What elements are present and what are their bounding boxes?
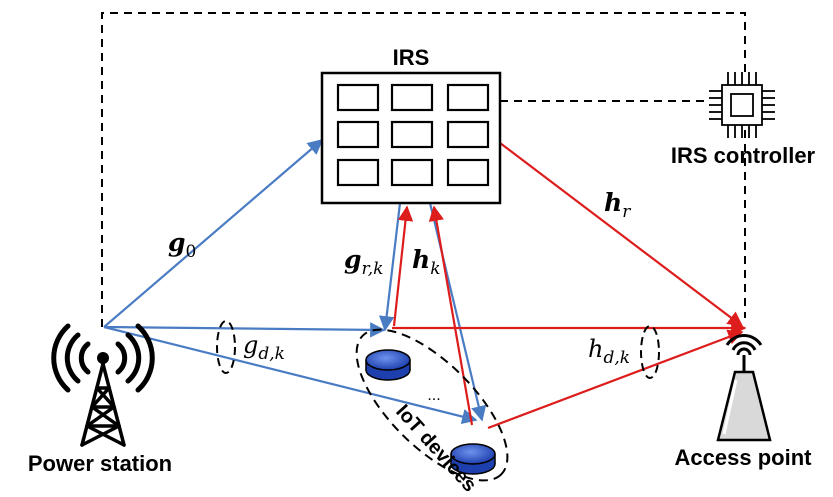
tower-icon <box>51 323 155 447</box>
power-station-label: Power station <box>28 451 172 476</box>
iot-devices-group <box>355 328 509 482</box>
label-hk: hk <box>412 245 441 279</box>
irs-controller-label: IRS controller <box>671 143 816 168</box>
link-power-to-device2 <box>103 325 478 425</box>
hdk-bracket <box>640 325 660 379</box>
link-grk <box>378 202 402 332</box>
label-hdk: hd,k <box>588 335 630 368</box>
iot-device-icon <box>450 443 496 475</box>
gdk-bracket <box>216 320 236 374</box>
link-hdk-device2 <box>487 329 744 430</box>
link-g0 <box>103 138 324 328</box>
link-power-to-device1 <box>103 322 386 338</box>
label-grk: gr,k <box>344 245 383 279</box>
control-links <box>101 12 746 327</box>
irs-label: IRS <box>393 45 430 70</box>
link-hk-device2 <box>428 205 474 426</box>
access-point-label: Access point <box>675 445 813 470</box>
link-hr <box>499 142 744 327</box>
label-hr: hr <box>604 188 631 222</box>
label-g0: g0 <box>168 228 196 262</box>
chip-icon <box>709 72 775 138</box>
iot-device-icon <box>365 349 411 381</box>
device-ellipsis: ... <box>427 387 440 404</box>
irs-panel-icon <box>320 71 502 205</box>
label-gdk: gd,k <box>243 331 285 364</box>
antenna-icon <box>716 334 772 442</box>
link-hk-device1 <box>392 205 414 327</box>
info-links <box>392 142 747 430</box>
control-link-top <box>101 12 746 327</box>
